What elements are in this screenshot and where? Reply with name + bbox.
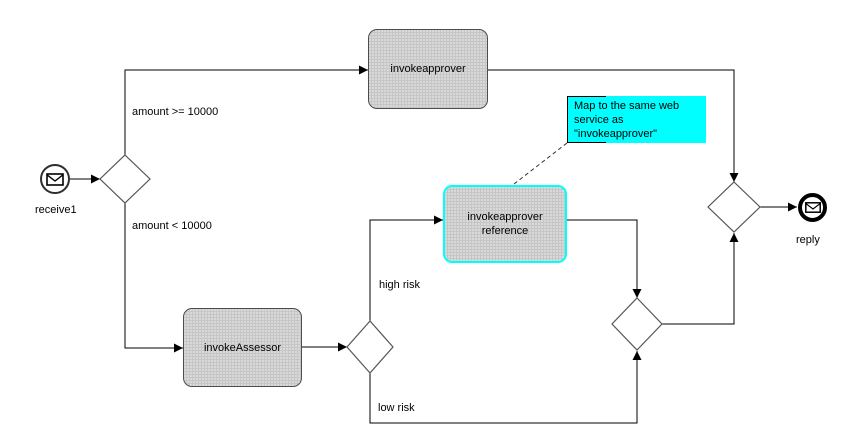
envelope-icon	[46, 172, 64, 186]
label-amount-lt: amount < 10000	[132, 220, 212, 232]
flow-reference-to-risk-merge	[567, 219, 642, 298]
annotation-text: Map to the same web service as "invokeap…	[574, 100, 680, 140]
task-invokeapprover[interactable]: invokeapprover	[368, 29, 488, 109]
gateway-amount-decision[interactable]	[99, 154, 151, 204]
start-event-receive1[interactable]	[40, 164, 70, 194]
start-event-label: receive1	[35, 204, 77, 216]
task-invokeassessor-label: invokeAssessor	[203, 341, 282, 354]
task-invokeassessor[interactable]: invokeAssessor	[183, 308, 302, 387]
annotation-note[interactable]: Map to the same web service as "invokeap…	[567, 96, 706, 143]
end-event-reply[interactable]	[798, 193, 827, 222]
task-invokeapprover-reference[interactable]: invokeapprover reference	[443, 185, 567, 263]
flow-gateway1-to-invokeapprover	[124, 65, 368, 155]
task-invokeapprover-label: invokeapprover	[390, 63, 466, 75]
gateway-risk-merge[interactable]	[611, 297, 663, 351]
label-high-risk: high risk	[379, 279, 420, 291]
flow-highrisk-to-reference	[369, 215, 443, 321]
end-event-label: reply	[796, 234, 820, 246]
label-amount-gte: amount >= 10000	[132, 106, 219, 118]
gateway-final-merge[interactable]	[707, 181, 761, 233]
flow-lowrisk-to-risk-merge	[369, 351, 642, 424]
task-invokeapprover-reference-label: invokeapprover reference	[467, 211, 543, 237]
flow-invokeapprover-to-final-merge	[488, 69, 739, 182]
flow-gateway1-to-invokeassessor	[124, 203, 183, 353]
flow-risk-merge-to-final-merge	[662, 233, 739, 325]
label-low-risk: low risk	[378, 402, 415, 414]
annotation-association	[513, 142, 568, 185]
gateway-risk-decision[interactable]	[346, 320, 394, 374]
envelope-icon	[804, 202, 821, 213]
